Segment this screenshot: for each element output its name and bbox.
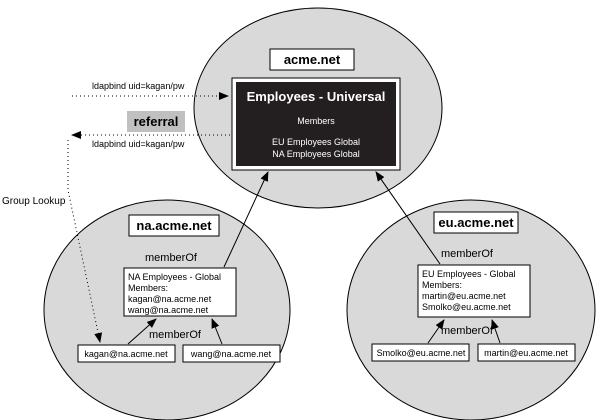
na-domain-label-box xyxy=(128,214,220,237)
eu-group-line-3: martin@eu.acme.net xyxy=(422,291,506,301)
na-member-of-lower: memberOf xyxy=(149,329,202,341)
na-user-box-wang xyxy=(182,344,281,363)
eu-user-box-martin xyxy=(477,343,576,362)
acme-domain-label-box xyxy=(269,48,355,71)
ldapbind-label-bottom: ldapbind uid=kagan/pw xyxy=(92,139,185,149)
eu-user-box-smolko xyxy=(371,343,470,362)
eu-group-line-2: Members: xyxy=(422,280,462,290)
universal-group-title: Employees - Universal xyxy=(247,89,386,104)
na-member-of-upper: memberOf xyxy=(145,252,198,264)
na-group-line-2: Members: xyxy=(128,283,168,293)
group-lookup-path xyxy=(67,140,103,343)
eu-member-of-upper: memberOf xyxy=(441,248,494,260)
na-group-line-1: NA Employees - Global xyxy=(128,272,221,282)
acme-domain-label: acme.net xyxy=(284,52,341,67)
referral-box xyxy=(127,111,185,132)
group-lookup-label: Group Lookup xyxy=(2,196,66,207)
eu-group-box xyxy=(417,264,531,318)
universal-member-na: NA Employees Global xyxy=(272,149,360,159)
na-user-kagan: kagan@na.acme.net xyxy=(84,349,168,359)
eu-group-line-1: EU Employees - Global xyxy=(422,269,516,279)
eu-smolko-to-group-arrow xyxy=(427,319,445,344)
eu-martin-to-group-arrow xyxy=(491,319,501,344)
na-group-line-4: wang@na.acme.net xyxy=(127,305,209,315)
referral-label: referral xyxy=(134,114,179,129)
group-lookup-label-bg xyxy=(2,192,68,206)
eu-group-line-4: Smolko@eu.acme.net xyxy=(422,302,511,312)
na-group-box xyxy=(123,267,237,317)
na-user-wang: wang@na.acme.net xyxy=(190,349,272,359)
eu-user-martin: martin@eu.acme.net xyxy=(484,348,568,358)
na-group-to-universal-arrow xyxy=(223,171,269,268)
eu-user-smolko: Smolko@eu.acme.net xyxy=(377,348,466,358)
universal-members-label: Members xyxy=(297,116,335,126)
ldapbind-label-top: ldapbind uid=kagan/pw xyxy=(92,81,185,91)
na-user-box-kagan xyxy=(77,344,176,363)
na-wang-to-group-arrow xyxy=(211,318,223,345)
eu-domain-label: eu.acme.net xyxy=(438,215,514,230)
universal-group-box xyxy=(236,82,396,166)
na-domain-label: na.acme.net xyxy=(136,218,212,233)
na-group-line-3: kagan@na.acme.net xyxy=(128,294,212,304)
eu-member-of-lower: memberOf xyxy=(441,325,494,337)
na-kagan-to-group-arrow xyxy=(127,318,157,345)
eu-domain-label-box xyxy=(433,211,519,234)
universal-member-eu: EU Employees Global xyxy=(272,137,360,147)
eu-group-to-universal-arrow xyxy=(375,171,441,265)
